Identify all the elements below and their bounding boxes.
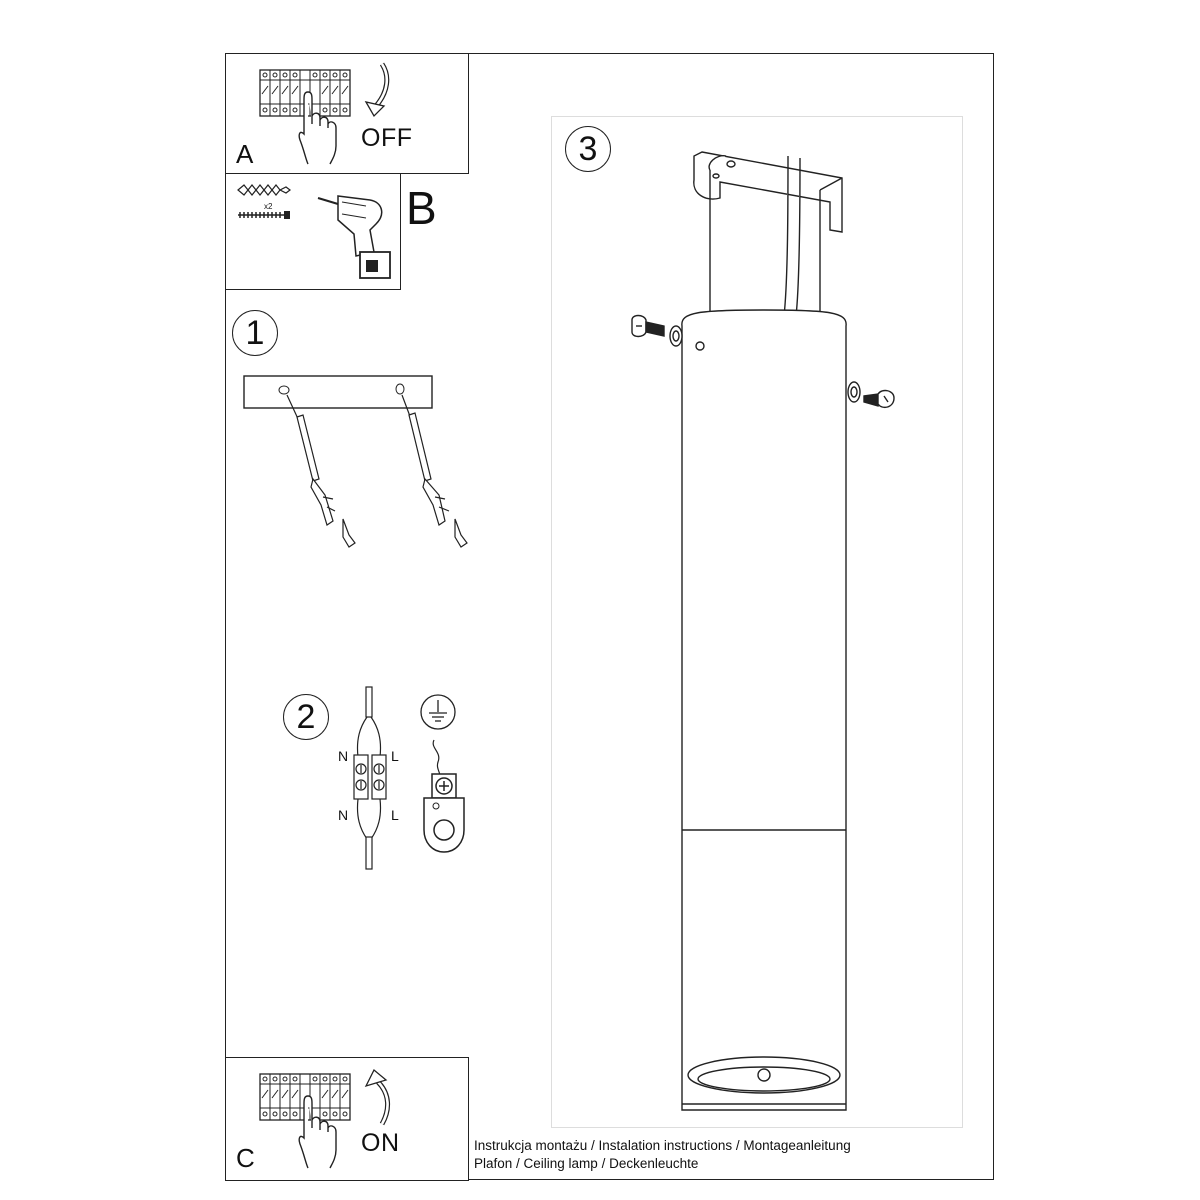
breaker-panel-icon bbox=[259, 69, 351, 117]
screw-icon bbox=[238, 211, 290, 219]
step-2-badge: 2 bbox=[283, 694, 329, 740]
on-label: ON bbox=[361, 1129, 400, 1157]
arrow-down-icon bbox=[364, 62, 390, 118]
hand-icon bbox=[298, 91, 337, 165]
ceiling-lamp-drawing bbox=[631, 151, 895, 1111]
label-l-bottom: L bbox=[391, 807, 399, 823]
footer-line-2: Plafon / Ceiling lamp / Deckenleuchte bbox=[474, 1156, 699, 1171]
instruction-sheet-frame bbox=[225, 53, 994, 1180]
hand-icon bbox=[298, 1095, 337, 1169]
drill-icon bbox=[317, 195, 391, 279]
off-label: OFF bbox=[361, 124, 413, 152]
footer-text: Instrukcja montażu / Instalation instruc… bbox=[474, 1137, 851, 1173]
panel-c-letter: C bbox=[236, 1143, 255, 1173]
label-n-top: N bbox=[338, 748, 349, 764]
ground-symbol-icon bbox=[420, 694, 456, 730]
mounting-bracket-drawing bbox=[243, 375, 468, 548]
terminal-block-icon bbox=[423, 739, 465, 853]
quantity-label: x2 bbox=[264, 202, 273, 211]
step-3-panel bbox=[551, 116, 963, 1128]
step-3-badge: 3 bbox=[565, 126, 611, 172]
footer-line-1: Instrukcja montażu / Instalation instruc… bbox=[474, 1138, 851, 1153]
wall-plug-icon bbox=[237, 184, 291, 196]
arrow-up-icon bbox=[364, 1068, 390, 1126]
label-n-bottom: N bbox=[338, 807, 349, 823]
panel-b-letter: B bbox=[406, 182, 437, 234]
wire-diagram bbox=[353, 686, 387, 870]
panel-a-letter: A bbox=[236, 139, 254, 169]
label-l-top: L bbox=[391, 748, 399, 764]
step-1-badge: 1 bbox=[232, 310, 278, 356]
